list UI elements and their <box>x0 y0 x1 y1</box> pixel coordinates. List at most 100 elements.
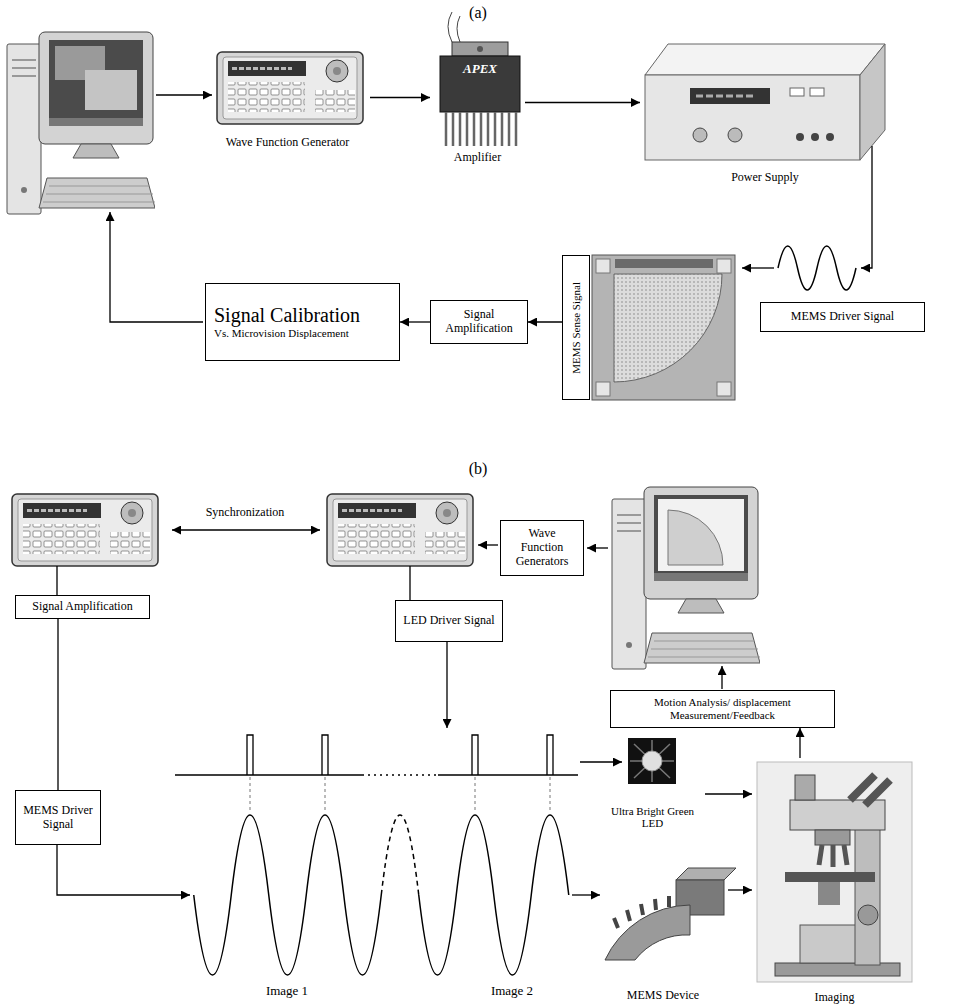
generator-picture <box>12 494 158 566</box>
mems-chip <box>717 382 731 396</box>
microscope-picture <box>775 963 900 976</box>
generator-picture <box>217 52 363 124</box>
sync-guide <box>250 777 550 813</box>
computer-picture <box>612 487 761 669</box>
generator-picture <box>12 494 158 566</box>
panel-label: (b) <box>469 460 488 478</box>
led-picture <box>630 740 674 782</box>
generator-picture <box>217 52 363 124</box>
node-text: Signal Calibration <box>214 304 360 327</box>
mems-device: MEMS Device <box>598 845 728 1003</box>
generator-picture <box>327 494 473 566</box>
signal-arrow <box>57 845 190 895</box>
pulse-train <box>362 774 438 775</box>
microscope-picture <box>858 905 878 925</box>
mems-chip <box>592 255 735 400</box>
node-text: Amplifier <box>454 151 501 165</box>
process-box: Signal Amplification <box>15 595 150 619</box>
signal-arrow <box>572 894 600 895</box>
mems-device-picture <box>676 868 736 880</box>
led-picture <box>628 738 676 784</box>
sine-wave <box>778 246 856 290</box>
power-supply-picture <box>810 88 824 96</box>
node-text: MEMS Sense Signal <box>570 282 583 374</box>
mems-device-picture <box>605 905 690 960</box>
mems-chip <box>615 259 713 268</box>
power-supply-picture <box>645 44 885 75</box>
node-text: Ultra Bright Green LED <box>600 805 705 830</box>
power-supply-picture <box>811 133 819 141</box>
signal-box: MEMS Sense Signal <box>562 255 590 400</box>
node-text: MEMS Driver Signal <box>791 310 894 324</box>
led-picture <box>642 751 662 771</box>
signal-arrow <box>742 267 774 268</box>
node-text: Wave Function Generator <box>226 136 350 150</box>
led-picture <box>628 738 676 784</box>
node-text: Imaging <box>815 991 855 1005</box>
connector-arrow <box>525 102 640 103</box>
image-label: Image 1 <box>266 984 308 999</box>
power-supply-picture <box>860 44 885 160</box>
amplifier-chip <box>440 56 520 112</box>
connector-arrow <box>728 889 752 890</box>
connector-arrow <box>799 728 800 758</box>
signal-label: Synchronization <box>204 506 287 520</box>
power-supply-picture <box>790 88 804 96</box>
signal-arrow <box>478 544 498 545</box>
mems-chip <box>596 259 610 273</box>
amplifier-chip <box>448 12 460 42</box>
power-supply-picture <box>645 75 860 160</box>
process-box: Motion Analysis/ displacement Measuremen… <box>610 690 835 728</box>
connector-arrow <box>705 793 752 794</box>
computer-picture <box>612 487 761 669</box>
signal-box: MEMS Driver Signal <box>15 790 101 845</box>
microscope-picture <box>757 762 912 982</box>
process-box: Wave Function Generators <box>500 520 584 576</box>
mems-chip <box>592 255 735 400</box>
connector-arrow <box>528 321 562 322</box>
signal-box: LED Driver Signal <box>395 600 503 642</box>
signal-arrow <box>110 212 203 322</box>
microscope-picture <box>819 845 847 867</box>
sine-wave <box>194 815 382 975</box>
power-supply-picture <box>690 88 770 104</box>
power-supply-picture <box>693 128 707 142</box>
microscope-picture <box>757 762 912 982</box>
signal-arrow <box>721 666 722 689</box>
mems-device-picture <box>614 896 669 928</box>
pulse-train <box>247 735 553 775</box>
node-text: MEMS Driver Signal <box>21 804 95 832</box>
signal-box: MEMS Driver Signal <box>760 302 925 332</box>
led: Ultra Bright Green LED <box>600 735 705 830</box>
power-supply-picture <box>696 95 756 98</box>
sine-wave <box>381 815 419 895</box>
process-box: Signal Amplification <box>430 300 528 344</box>
mems-device-picture <box>605 868 736 960</box>
connector-arrow <box>370 97 430 98</box>
computer-picture <box>668 510 723 565</box>
connector-arrow <box>400 321 430 322</box>
chip-marking: APEX <box>463 62 497 77</box>
signal-arrow <box>587 547 608 548</box>
function-generator: Wave Function Generator <box>205 45 370 150</box>
node-text: Signal Amplification <box>32 600 132 614</box>
amplifier: Amplifier <box>430 35 525 165</box>
power-supply-picture <box>796 133 804 141</box>
image-label: Image 2 <box>491 984 533 999</box>
microscope-picture <box>815 830 850 845</box>
pulse-train <box>175 774 578 775</box>
pulse-train <box>175 735 578 775</box>
node-text: Signal Amplification <box>436 308 522 336</box>
node-text: MEMS Device <box>627 989 699 1003</box>
sync-guide <box>250 777 550 813</box>
amplifier-chip <box>477 46 483 52</box>
microscope-picture <box>795 775 815 800</box>
computer-picture <box>7 32 156 214</box>
node-text: Motion Analysis/ displacement Measuremen… <box>616 696 829 721</box>
sine-wave <box>194 815 569 975</box>
signal-arrow <box>861 146 872 268</box>
connector-arrow <box>57 619 58 790</box>
node-text: Vs. Microvision Displacement <box>214 327 349 340</box>
